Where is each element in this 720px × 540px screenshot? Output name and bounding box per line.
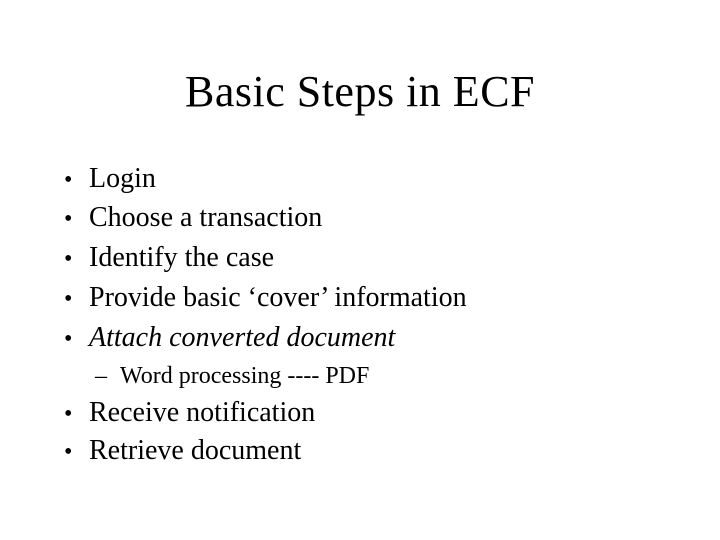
bullet-icon: • [64,167,73,193]
bullet-item: • Attach converted document [64,324,395,352]
bullet-item: • Retrieve document [64,437,301,465]
bullet-item: • Login [64,165,156,193]
bullet-text: Login [89,163,156,194]
bullet-item: • Choose a transaction [64,204,322,232]
bullet-item: • Receive notification [64,399,315,427]
bullet-item: • Provide basic ‘cover’ information [64,284,467,312]
bullet-icon: • [64,439,73,465]
sub-bullet-item: –Word processing ---- PDF [95,364,369,388]
slide-title: Basic Steps in ECF [184,67,536,116]
dash-icon: – [95,363,107,389]
bullet-icon: • [64,246,73,272]
bullet-text: Choose a transaction [89,202,323,233]
bullet-icon: • [64,206,73,232]
bullet-icon: • [64,326,73,352]
bullet-item: • Identify the case [64,244,274,272]
bullet-text: Identify the case [89,242,275,273]
bullet-text: Receive notification [89,397,316,428]
bullet-icon: • [64,286,73,312]
bullet-text: Retrieve document [89,435,302,466]
bullet-text: Attach converted document [89,322,396,353]
sub-bullet-text: Word processing ---- PDF [120,363,370,389]
bullet-text: Provide basic ‘cover’ information [89,282,467,313]
bullet-icon: • [64,401,73,427]
